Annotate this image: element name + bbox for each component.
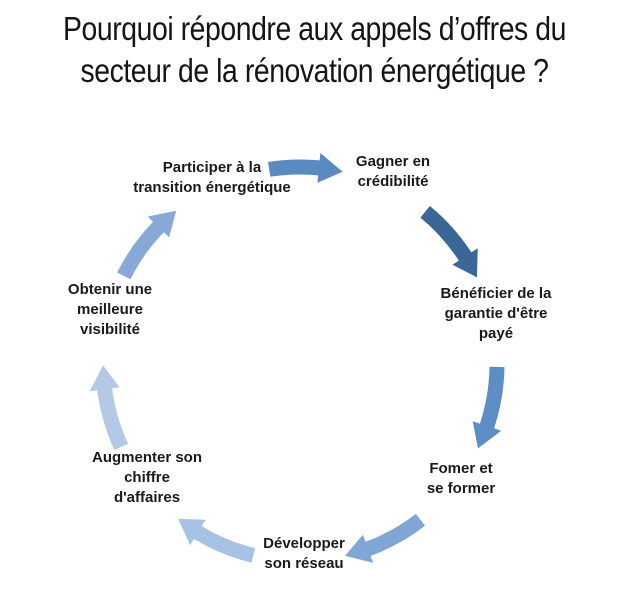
cycle-item-text: crédibilité <box>357 173 429 190</box>
cycle-item-text: chiffre <box>124 469 170 486</box>
cycle-item-fomer: Fomer et se former <box>427 459 495 499</box>
cycle-arrow-augmenter-to-obtenir <box>89 365 129 450</box>
cycle-item-beneficier: Bénéficier de la garantie d'être payé <box>441 284 552 344</box>
cycle-item-text: Développer <box>263 535 345 552</box>
cycle-item-text: Fomer et <box>429 460 493 477</box>
cycle-item-participer: Participer à la transition énergétique <box>133 158 291 198</box>
cycle-item-obtenir: Obtenir une meilleure visibilité <box>68 280 152 340</box>
cycle-arrow-developper-to-augmenter <box>178 518 256 563</box>
cycle-item-text: transition énergétique <box>133 179 291 196</box>
cycle-arrow-gagner-to-beneficier <box>420 206 478 278</box>
cycle-item-text: garantie d'être <box>444 305 548 322</box>
cycle-item-text: payé <box>478 325 514 342</box>
cycle-item-gagner: Gagner en crédibilité <box>356 152 430 192</box>
page-title-line2: secteur de la rénovation énergétique ? <box>80 52 549 89</box>
cycle-item-text: meilleure <box>77 301 143 318</box>
cycle-arrow-obtenir-to-participer <box>117 210 177 280</box>
cycle-item-developper: Développer son réseau <box>263 534 345 574</box>
cycle-item-text: se former <box>426 480 496 497</box>
cycle-item-text: Augmenter son <box>91 449 203 466</box>
cycle-arrow-beneficier-to-fomer <box>472 366 505 449</box>
cycle-item-text: d'affaires <box>113 489 181 506</box>
cycle-item-text: Bénéficier de la <box>440 285 552 302</box>
page-title-line1: Pourquoi répondre aux appels d’offres du <box>63 10 566 47</box>
cycle-item-augmenter: Augmenter son chiffre d'affaires <box>92 448 202 508</box>
page-title: Pourquoi répondre aux appels d’offres du… <box>44 8 585 92</box>
cycle-item-text: Participer à la <box>162 159 262 176</box>
cycle-item-text: Obtenir une <box>67 281 153 298</box>
cycle-item-text: son réseau <box>264 555 344 572</box>
cycle-item-text: visibilité <box>79 321 141 338</box>
cycle-arrow-fomer-to-developper <box>345 513 426 563</box>
cycle-arrow-participer-to-gagner <box>268 153 343 183</box>
cycle-item-text: Gagner en <box>355 153 431 170</box>
